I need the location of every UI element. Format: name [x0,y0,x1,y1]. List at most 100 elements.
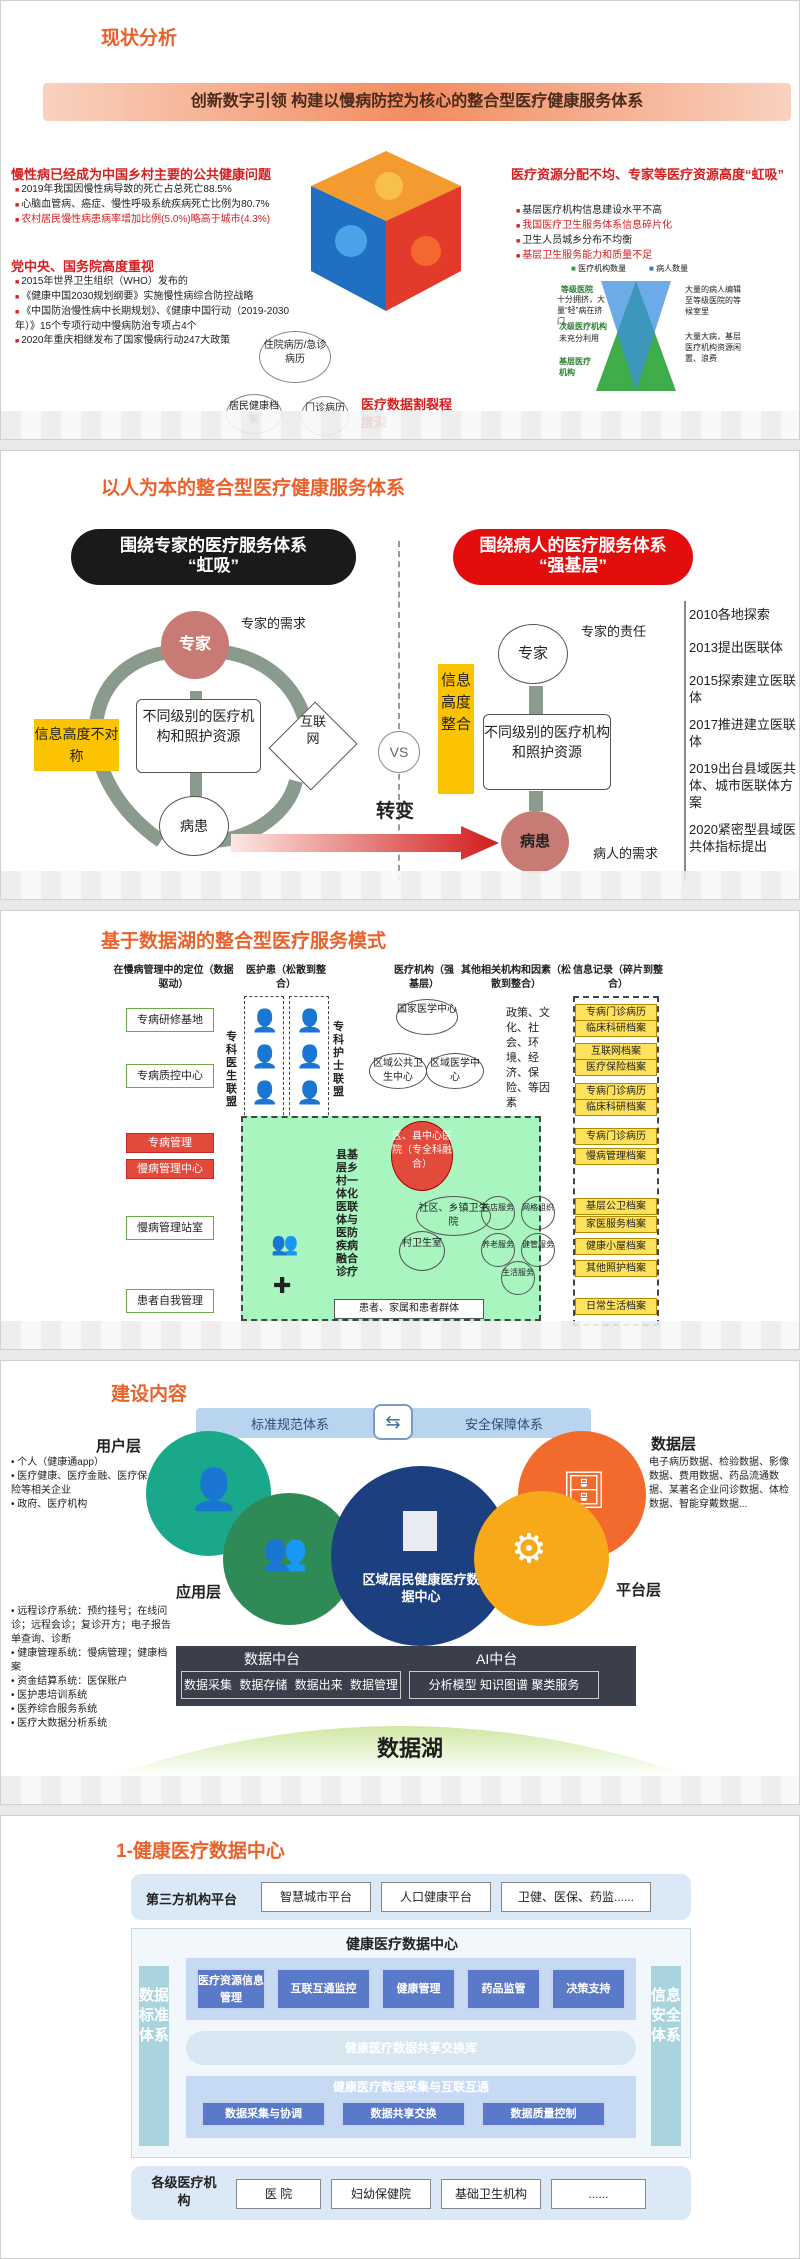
col1-item: 专病质控中心 [126,1064,214,1088]
divider-line [398,541,400,881]
pyramid-label-mid: 次级医疗机构 [559,322,607,331]
module-item[interactable]: 健康管理 [381,1968,456,2010]
collect-item[interactable]: 数据采集与协调 [201,2101,326,2127]
arrow-down-1 [529,686,543,714]
exchange-band: 健康医疗数据共享交换库 [186,2031,636,2065]
policy-item: 《中国防治慢性病中长期规划》、《健康中国行动（2019-2030年）》15个专项… [15,305,300,334]
chronic-list: 2019年我国因慢性病导致的死亡占总死亡88.5% 心脑血管病、癌症、慢性呼吸系… [15,183,300,228]
timeline-line [684,601,686,881]
chronic-item: 心脑血管病、癌症、慢性呼吸系统疾病死亡比例为80.7% [15,198,300,213]
application-layer-item: 医养综合服务系统 [11,1703,171,1717]
platform-layer-circle [474,1491,609,1626]
application-layer-item: 远程诊疗系统：预约挂号；在线问诊；远程会诊；复诊开方；电子报告单查询、诊断 [11,1605,171,1647]
record-item: 慢病管理档案 [575,1148,657,1165]
data-mid-item: 数据采集 [183,1678,232,1692]
col3-header: 医疗机构（强基层） [394,965,454,990]
slide-data-lake-model: 基于数据湖的整合型医疗服务模式 在慢病管理中的定位（数据驱动） 专病研修基地 专… [0,910,800,1350]
third-party-item: 智慧城市平台 [261,1882,371,1912]
institutions-box-left: 不同级别的医疗机构和照护资源 [136,699,261,773]
user-layer-item: 医疗健康、医疗金融、医疗保险等相关企业 [11,1470,151,1498]
pyramid-note-mid: 未充分利用 [559,334,599,343]
slide-construction-content: 建设内容 标准规范体系 安全保障体系 ⇆ 👤 👥 区域居民健康医疗数据中心 🗄 … [0,1360,800,1805]
slide-health-data-center: 1-健康医疗数据中心 第三方机构平台 智慧城市平台 人口健康平台 卫健、医保、药… [0,1815,800,2259]
module-item[interactable]: 决策支持 [551,1968,626,2010]
ai-mid-label: AI中台 [476,1651,518,1667]
pyramid-note-right-top: 大量的病人编辑至等级医院的等候室里 [685,285,741,316]
ai-mid-item: 分析模型 [428,1678,477,1692]
col4-item: 养老服务 [481,1233,515,1267]
slide-status-analysis: 现状分析 创新数字引领 构建以慢病防控为核心的整合型医疗健康服务体系 慢性病已经… [0,0,800,440]
slide1-banner: 创新数字引领 构建以慢病防控为核心的整合型医疗健康服务体系 [43,83,791,121]
platform-layer-label: 平台层 [616,1582,662,1599]
resource-list: 基层医疗机构信息建设水平不高 我国医疗卫生服务体系信息碎片化 卫生人员城乡分布不… [516,204,791,264]
doctor-team-icon: 👥 [271,1231,299,1256]
institutions-box-right: 不同级别的医疗机构和照护资源 [483,714,611,790]
legend-institutions: ■ 医疗机构数量 [571,263,626,274]
col4-item: 健管服务 [521,1233,555,1267]
collect-item[interactable]: 数据质量控制 [481,2101,606,2127]
slide3-title: 基于数据湖的整合型医疗服务模式 [101,931,387,952]
standards-label: 标准规范体系 [251,1417,330,1432]
legend-patients: ■ 病人数量 [649,263,688,274]
pill-line: “虹吸” [188,556,239,575]
green-square-icon: ■ [571,264,576,273]
data-mid-item: 数据存储 [239,1678,288,1692]
blue-square-icon: ■ [649,264,654,273]
timeline-item: 2019出台县域医共体、城市医联体方案 [689,761,796,810]
col1-item: 专病研修基地 [126,1008,214,1032]
nurse-icon: 👤 [296,1008,324,1033]
resource-item: 我国医疗卫生服务体系信息碎片化 [516,219,791,234]
decorative-border [1,871,799,899]
expert-circle-left: 专家 [161,611,229,679]
doctor-alliance-label: 专科医生联盟 [226,1031,237,1108]
user-layer-list: 个人（健康通app） 医疗健康、医疗金融、医疗保险等相关企业 政府、医疗机构 [11,1456,151,1512]
inpatient-record-bubble: 住院病历/急诊病历 [259,331,331,383]
middle-platform-bar [176,1646,636,1706]
module-item[interactable]: 医疗资源信息管理 [196,1968,266,2010]
application-layer-item: 资金结算系统：医保账户 [11,1675,171,1689]
pyramid-label-base: 基层医疗机构 [559,357,591,377]
slide5-title: 1-健康医疗数据中心 [116,1841,285,1862]
pill-line: 围绕专家的医疗服务体系 [120,536,307,555]
timeline-item: 2010各地探索 [689,607,770,622]
arrow-down-2 [529,791,543,811]
legend-label: 医疗机构数量 [578,264,627,273]
module-item[interactable]: 药品监管 [466,1968,541,2010]
collect-item[interactable]: 数据共享交换 [341,2101,466,2127]
decorative-border [1,1776,799,1804]
collect-label: 健康医疗数据采集与互联互通 [332,2080,489,2094]
col3-item: 村卫生室 [399,1231,445,1271]
col4-factors: 政策、文化、社会、环境、经济、保险、等因素 [506,1007,550,1109]
col4-item: 网格组织 [521,1196,555,1230]
vs-badge: VS [378,731,420,773]
data-center-label: 区域居民健康医疗数据中心 [362,1572,480,1604]
nurse-icons: 👤👤👤 [296,1003,323,1111]
institution-item: ...... [551,2179,646,2209]
pill-line: 围绕病人的医疗服务体系 [479,536,667,555]
institutions-label: 各级医疗机构 [151,2175,217,2208]
col2-header: 医护患（松散到整合） [246,965,326,990]
policy-item: 《健康中国2030规划纲要》实施慢性病综合防控战略 [15,290,300,305]
data-mid-item: 数据出来 [294,1678,343,1692]
user-layer-item: 政府、医疗机构 [11,1498,151,1512]
record-item: 健康小屋档案 [575,1238,657,1255]
application-layer-item: 医疗大数据分析系统 [11,1717,171,1731]
application-layer-item: 健康管理系统：慢病管理；健康档案 [11,1647,171,1675]
info-records-column: 专病门诊病历 临床科研档案 互联网档案 医疗保险档案 专病门诊病历 临床科研档案… [573,996,659,1326]
record-item: 专病门诊病历 [575,1083,657,1100]
institution-item: 医 院 [236,2179,321,2209]
timeline-item: 2020紧密型县域医共体指标提出 [689,822,796,854]
pyramid-graphic [596,281,676,391]
legend-label: 病人数量 [656,264,689,273]
hub-title: 健康医疗数据中心 [346,1936,458,1952]
patient-circle-right: 病患 [501,811,569,873]
third-party-label: 第三方机构平台 [146,1892,238,1907]
nurse-alliance-label: 专科护士联盟 [333,1021,344,1098]
col3-item: 区、县中心医院（专全科融合） [391,1121,453,1191]
data-mid-item: 数据管理 [350,1678,399,1692]
module-item[interactable]: 互联互通监控 [276,1968,371,2010]
right-heading-resources: 医疗资源分配不均、专家等医疗资源高度“虹吸” [511,167,785,182]
application-layer-label: 应用层 [176,1584,222,1601]
person-icon: 👤 [189,1468,239,1512]
pyramid-label-top: 等级医院 [561,285,593,294]
